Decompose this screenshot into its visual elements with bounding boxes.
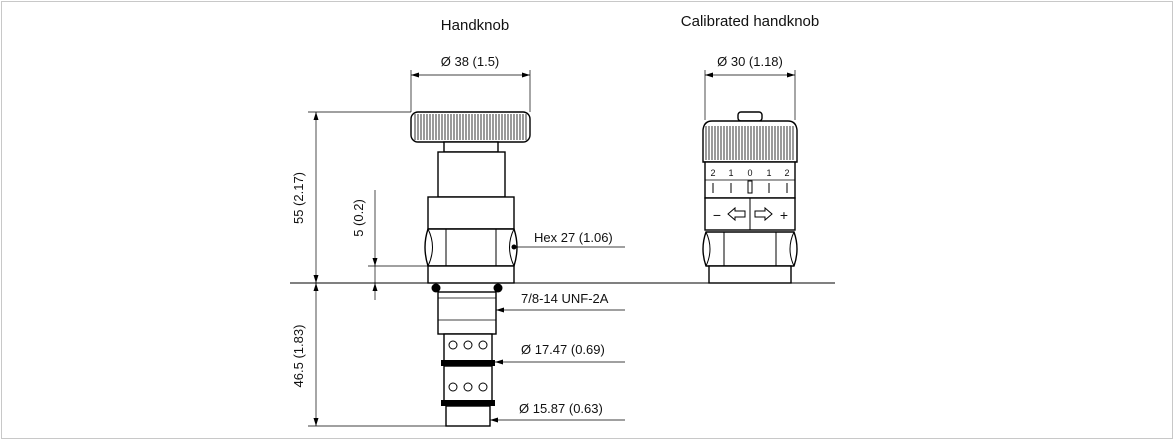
arrow-right-icon (754, 206, 773, 222)
arrowhead (705, 72, 713, 78)
port-hole (463, 382, 473, 392)
knob-collar (443, 141, 499, 153)
port-hole (478, 340, 488, 350)
arrowhead (522, 72, 530, 78)
scale-mark: 2 (710, 168, 715, 178)
scale-mark: 0 (747, 168, 752, 178)
cartridge-tip (445, 405, 491, 427)
knurled-knob (410, 111, 531, 143)
hex-label: Hex 27 (1.06) (534, 230, 613, 245)
arrowhead (495, 359, 503, 365)
arrowhead (313, 275, 319, 283)
arrowhead (372, 283, 378, 291)
thread-section (437, 291, 497, 335)
arrow-left-icon (727, 206, 746, 222)
port-hole (448, 340, 458, 350)
knob-knurling (414, 114, 527, 140)
plus-sign: + (780, 207, 788, 223)
scale-zero-mark (747, 180, 753, 194)
hex-nut (424, 228, 518, 267)
arrowhead (372, 258, 378, 266)
o-ring (431, 283, 441, 293)
thread-label: 7/8-14 UNF-2A (521, 291, 609, 306)
arrowhead (313, 283, 319, 291)
handknob-view: Ø 38 (1.5) (290, 54, 835, 427)
arrowhead (496, 307, 504, 313)
upper-ports (448, 340, 488, 350)
calibrated-knob-cap (702, 120, 798, 163)
arrowhead (313, 418, 319, 426)
cal-knob-knurling (705, 126, 794, 160)
depth-label: 46.5 (1.83) (291, 325, 306, 388)
d1-label: Ø 17.47 (0.69) (521, 342, 605, 357)
cal-hex-base (708, 265, 792, 284)
o-ring (493, 283, 503, 293)
hex-base (427, 265, 515, 284)
port-hole (478, 382, 488, 392)
scale-mark: 1 (766, 168, 771, 178)
cal-hex-chamfer (705, 231, 711, 267)
minus-sign: − (713, 207, 721, 223)
hex-nut-chamfer (427, 228, 433, 267)
adjust-screw (737, 111, 763, 122)
height-label: 55 (2.17) (291, 172, 306, 224)
arrowhead (490, 417, 498, 423)
arrowhead (787, 72, 795, 78)
arrowhead (411, 72, 419, 78)
port-hole (448, 382, 458, 392)
scale-marks: 2 1 0 1 2 (710, 168, 790, 194)
valve-stem-body (437, 151, 506, 198)
valve-upper-body (427, 196, 515, 230)
scale-mark: 1 (728, 168, 733, 178)
calibrated-handknob-view: Ø 30 (1.18) 2 1 0 1 2 − + (702, 54, 798, 284)
cal-hex-nut (702, 231, 798, 267)
seal-ring-upper (441, 360, 495, 366)
port-hole (463, 340, 473, 350)
hex-nut-chamfer (509, 228, 515, 267)
lower-ports (448, 382, 488, 392)
arrowhead (313, 112, 319, 120)
cal-hex-chamfer (789, 231, 795, 267)
drawing-frame (1, 1, 1173, 439)
seal-ring-lower (441, 400, 495, 406)
cal-diameter-label: Ø 30 (1.18) (717, 54, 783, 69)
knob-diameter-label: Ø 38 (1.5) (441, 54, 500, 69)
scale-mark: 2 (784, 168, 789, 178)
handknob-title: Handknob (441, 17, 509, 34)
calibrated-handknob-title: Calibrated handknob (681, 13, 819, 30)
offset-label: 5 (0.2) (351, 199, 366, 237)
d2-label: Ø 15.87 (0.63) (519, 401, 603, 416)
cartridge-middle (443, 365, 493, 405)
leader-dot (511, 244, 517, 250)
